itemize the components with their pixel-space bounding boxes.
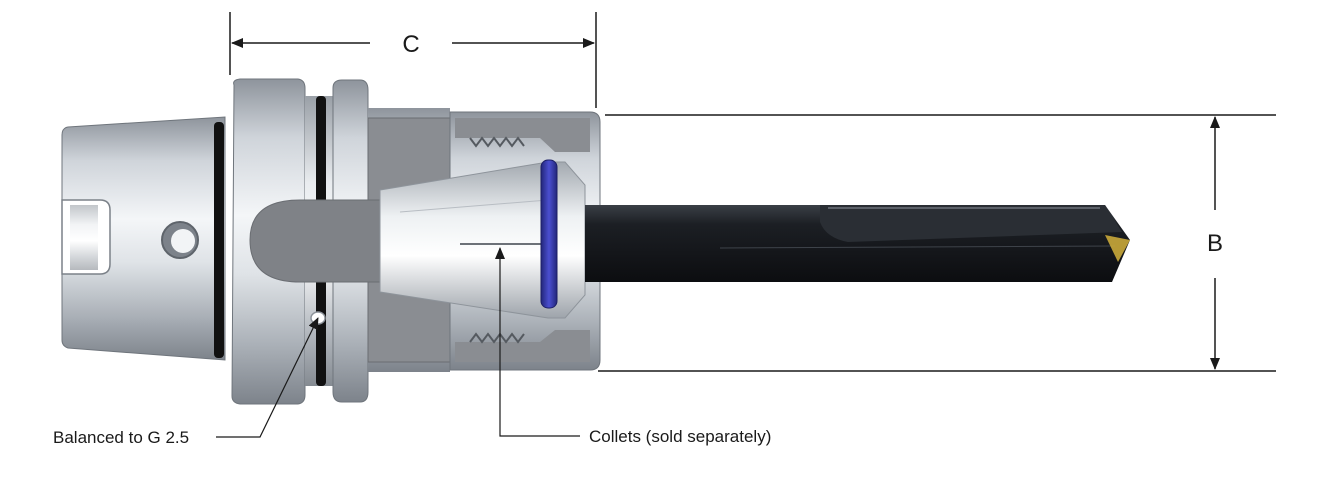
dimension-b-label: B bbox=[1207, 230, 1223, 257]
dimension-c-label: C bbox=[402, 31, 419, 58]
dimension-b: B bbox=[598, 114, 1276, 372]
collet bbox=[379, 159, 586, 319]
o-ring-front bbox=[214, 122, 224, 358]
collet-seal-ring bbox=[540, 159, 558, 309]
callout-balanced: Balanced to G 2.5 bbox=[53, 317, 319, 447]
callout-collets: Collets (sold separately) bbox=[495, 247, 771, 446]
dimension-c: C bbox=[229, 12, 597, 108]
callout-collets-label: Collets (sold separately) bbox=[589, 427, 771, 446]
hsk-taper-shank bbox=[61, 116, 226, 361]
cutting-tool bbox=[585, 205, 1130, 282]
callout-balanced-label: Balanced to G 2.5 bbox=[53, 428, 189, 447]
